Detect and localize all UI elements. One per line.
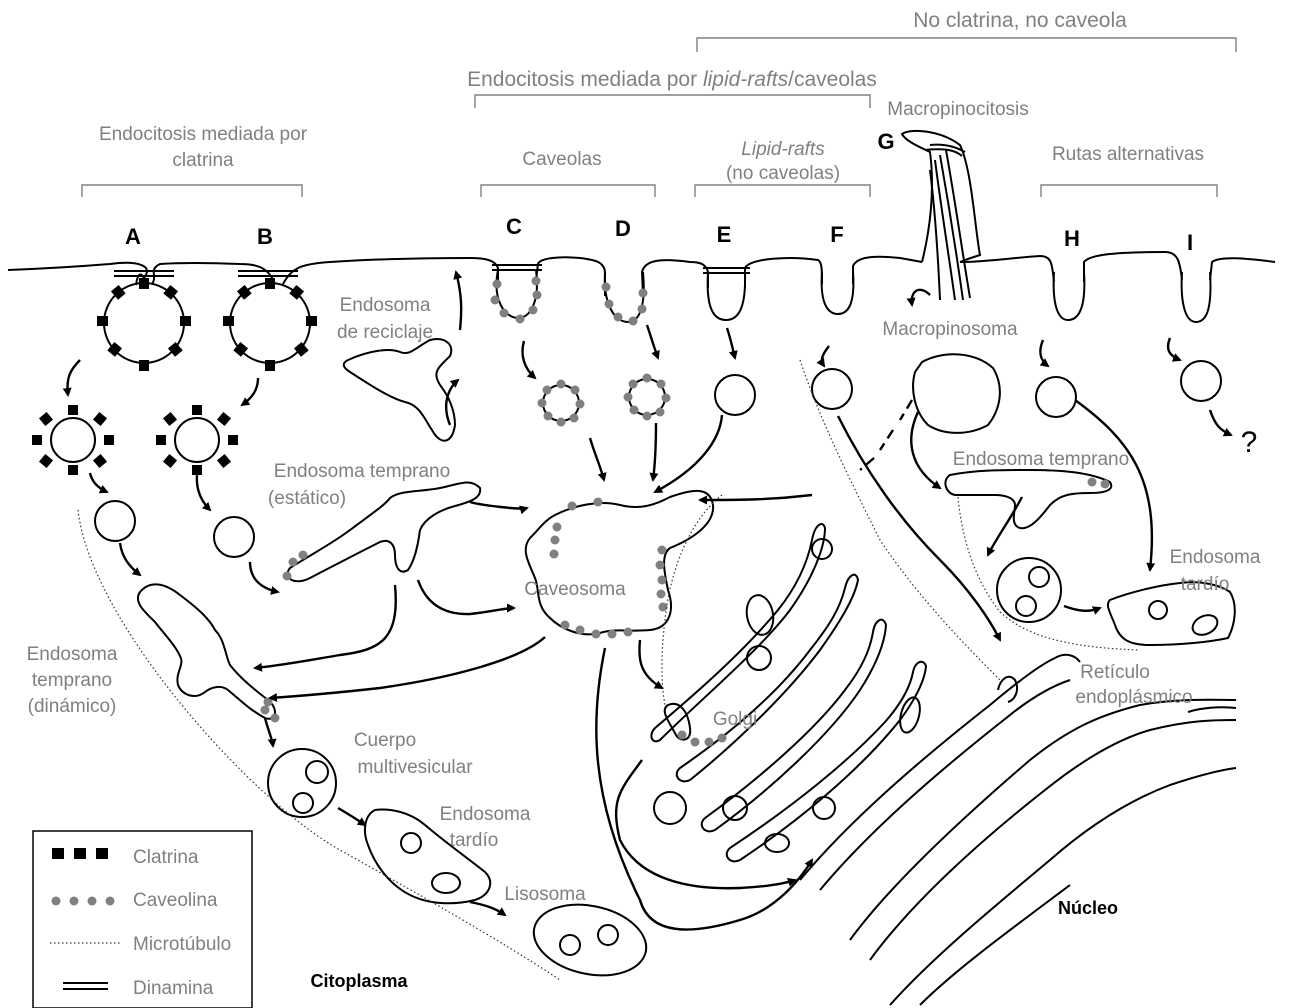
bracket-lipid-rafts-label-1: Lipid-rafts — [741, 139, 825, 160]
label-late-1: Endosoma — [440, 804, 531, 825]
early-endosome-dynamic — [138, 584, 275, 718]
bracket-lipid-rafts: Lipid-rafts (no caveolas) — [695, 139, 870, 197]
bracket-lipid-rafts-label-2: (no caveolas) — [726, 163, 840, 184]
early-endosome-static-caveolin — [283, 551, 308, 581]
label-caveosoma: Caveosoma — [524, 579, 626, 600]
letter-h: H — [1064, 226, 1080, 251]
macropinocytosis-ruffle — [902, 131, 980, 300]
vesicle-i — [1181, 361, 1221, 401]
label-nucleo: Núcleo — [1058, 898, 1118, 918]
legend-dinamina: Dinamina — [133, 978, 214, 999]
label-recycling-1: Endosoma — [340, 295, 431, 316]
label-late-right-1: Endosoma — [1170, 547, 1261, 568]
label-citoplasma: Citoplasma — [310, 971, 408, 991]
letter-a: A — [125, 224, 141, 249]
legend-clatrina: Clatrina — [133, 847, 199, 868]
raft-invagination-e — [703, 268, 750, 320]
bracket-clathrin-label-2: clatrina — [172, 150, 234, 171]
caveosome-caveolin — [550, 498, 668, 639]
bracket-caveolas: Caveolas — [481, 149, 655, 197]
label-dynamic-1: Endosoma — [27, 644, 118, 665]
legend-microtubulo: Microtúbulo — [133, 934, 231, 955]
bracket-clathrin-label-1: Endocitosis mediada por — [99, 124, 308, 145]
label-static-2: (estático) — [268, 488, 346, 509]
letter-d: D — [615, 216, 631, 241]
clathrin-pit-b — [223, 271, 317, 371]
clathrin-pit-a — [97, 271, 191, 371]
legend: Clatrina Caveolina Microtúbulo Dinamina — [33, 831, 252, 1008]
early-endosome-right — [945, 470, 1111, 528]
label-static-1: Endosoma temprano — [274, 461, 450, 482]
letter-e: E — [717, 222, 732, 247]
legend-caveolin-swatch — [52, 897, 115, 906]
bracket-no-clathrin: No clatrina, no caveola — [697, 9, 1236, 52]
caveola-d — [602, 272, 648, 326]
label-mvb-1: Cuerpo — [354, 730, 416, 751]
label-dynamic-3: (dinámico) — [28, 696, 117, 717]
legend-dynamin-swatch — [63, 983, 108, 989]
label-er-1: Retículo — [1080, 662, 1150, 683]
bracket-clathrin: Endocitosis mediada por clatrina — [82, 124, 308, 197]
letter-c: C — [506, 214, 522, 239]
label-late-2: tardío — [450, 830, 499, 851]
label-er-2: endoplásmico — [1075, 687, 1192, 708]
label-late-right-2: tardío — [1181, 574, 1230, 595]
invagination-i — [1182, 272, 1211, 322]
vesicle-h — [1036, 377, 1076, 417]
label-early-right: Endosoma temprano — [953, 449, 1129, 470]
bracket-rafts-caveolae: Endocitosis mediada por lipid-rafts/cave… — [467, 68, 877, 108]
bracket-alternativas: Rutas alternativas — [1041, 144, 1217, 197]
vesicle-b — [214, 517, 254, 557]
letter-b: B — [257, 224, 273, 249]
label-macropinosoma: Macropinosoma — [882, 319, 1018, 340]
label-recycling-2: de reciclaje — [337, 322, 433, 343]
letter-g: G — [877, 129, 894, 154]
caveolar-vesicle-d — [624, 374, 671, 421]
bracket-no-clathrin-label: No clatrina, no caveola — [913, 9, 1127, 32]
multivesicular-body — [268, 749, 336, 817]
letter-i: I — [1187, 230, 1193, 255]
legend-clathrin-swatch — [52, 848, 108, 859]
vesicle-a — [95, 501, 135, 541]
invagination-h — [1054, 272, 1085, 320]
label-dynamic-2: temprano — [32, 670, 112, 691]
bracket-rafts-caveolae-label: Endocitosis mediada por lipid-rafts/cave… — [467, 68, 877, 91]
label-mvb-2: multivesicular — [357, 757, 473, 778]
label-golgi: Golgi — [713, 709, 757, 730]
golgi-apparatus — [651, 524, 926, 861]
bracket-alternativas-label: Rutas alternativas — [1052, 144, 1204, 165]
legend-caveolina: Caveolina — [133, 890, 218, 911]
macropinosome — [913, 354, 1000, 433]
vesicle-f — [812, 369, 852, 409]
letter-f: F — [830, 222, 843, 247]
macropinocitosis-label: Macropinocitosis — [887, 99, 1029, 120]
caveola-c — [491, 265, 543, 324]
caveosome — [526, 491, 713, 634]
right-multivesicular-body — [997, 558, 1061, 622]
lysosome — [527, 895, 653, 985]
coated-vesicle-a — [32, 405, 114, 475]
invagination-f — [822, 272, 854, 314]
coated-vesicle-b — [156, 405, 238, 475]
clathrin-coat-a — [97, 278, 191, 371]
bracket-caveolas-label: Caveolas — [522, 149, 601, 170]
label-question: ? — [1241, 426, 1258, 459]
early-endosome-right-caveolin — [1088, 478, 1110, 489]
caveolar-vesicle-c — [538, 380, 585, 427]
recycling-endosome — [344, 339, 455, 441]
vesicle-e — [715, 375, 755, 415]
label-lisosoma: Lisosoma — [504, 884, 586, 905]
